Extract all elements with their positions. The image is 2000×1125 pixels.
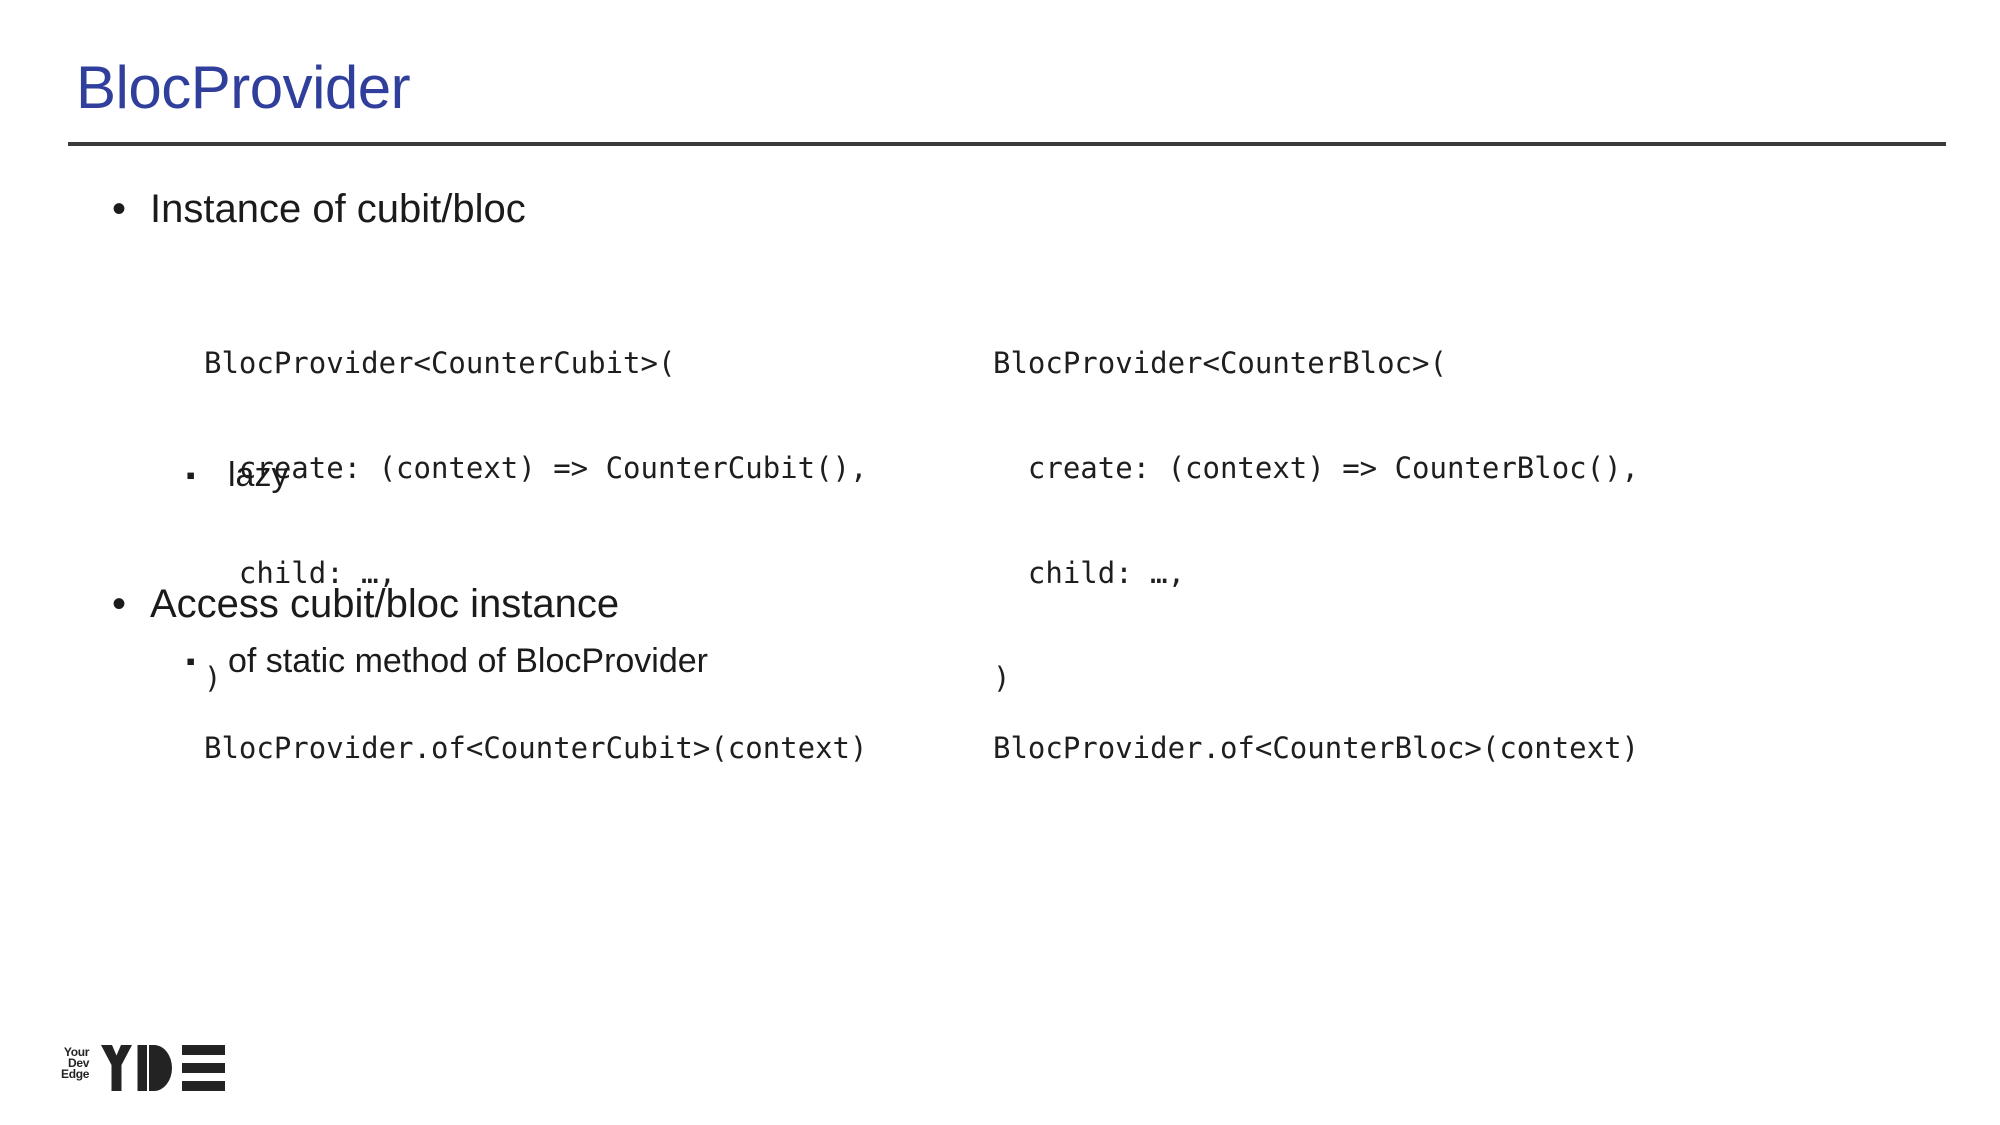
bullet-access-label: Access cubit/bloc instance: [150, 582, 620, 626]
bullet-instance-label: Instance of cubit/bloc: [150, 187, 526, 231]
code-line: child: …,: [204, 556, 397, 590]
bullet-instance: • Instance of cubit/bloc: [112, 185, 526, 233]
yde-logo-icon: [101, 1045, 226, 1091]
code-line: BlocProvider<CounterCubit>(: [204, 346, 676, 380]
page-title: BlocProvider: [76, 54, 411, 121]
sub-bullet-static-method: ▪ of static method of BlocProvider: [186, 641, 708, 682]
bullet-access: • Access cubit/bloc instance: [112, 580, 619, 628]
code-block-counter-bloc: BlocProvider<CounterBloc>( create: (cont…: [993, 276, 1639, 766]
sub-bullet-lazy: ▪ lazy: [186, 455, 288, 496]
bullet-dot-icon: •: [112, 187, 127, 231]
code-line: child: …,: [993, 556, 1186, 590]
bullet-dot-icon: •: [112, 582, 127, 626]
code-line-of-counter-bloc: BlocProvider.of<CounterBloc>(context): [993, 731, 1640, 765]
square-bullet-icon: ▪: [186, 460, 196, 490]
code-line: create: (context) => CounterBloc(),: [993, 451, 1640, 485]
sub-bullet-static-method-label: of static method of BlocProvider: [228, 642, 709, 680]
code-line-of-counter-cubit: BlocProvider.of<CounterCubit>(context): [204, 731, 868, 765]
logo-tagline-line: Your: [63, 1045, 90, 1059]
code-line: ): [204, 661, 222, 695]
logo-tagline-line: Edge: [61, 1066, 90, 1081]
yde-logo: Your Dev Edge: [61, 1045, 226, 1091]
square-bullet-icon: ▪: [186, 646, 196, 676]
logo-tagline-line: Dev: [68, 1055, 90, 1070]
code-line: ): [993, 661, 1011, 695]
code-line: BlocProvider<CounterBloc>(: [993, 346, 1447, 380]
title-divider: [68, 142, 1946, 146]
code-block-counter-cubit: BlocProvider<CounterCubit>( create: (con…: [204, 276, 867, 766]
logo-tagline: Your Dev Edge: [61, 1045, 89, 1079]
code-line: create: (context) => CounterCubit(),: [204, 451, 868, 485]
sub-bullet-lazy-label: lazy: [228, 456, 289, 494]
